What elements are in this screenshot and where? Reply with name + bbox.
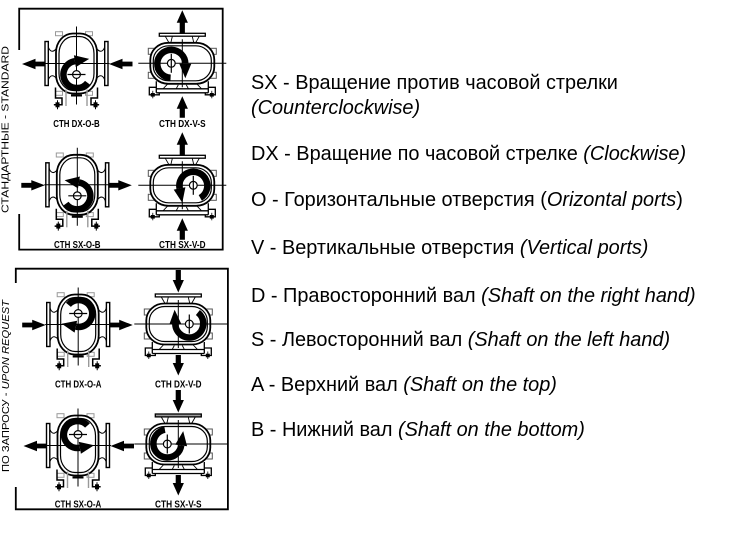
svg-text:СТАНДАРТНЫЕ - STANDARD: СТАНДАРТНЫЕ - STANDARD <box>0 46 12 213</box>
svg-text:CTH DX-V-D: CTH DX-V-D <box>155 379 202 390</box>
svg-text:CTH DX-O-B: CTH DX-O-B <box>53 119 100 130</box>
svg-text:ПО ЗАПРОСУ - UPON REQUEST: ПО ЗАПРОСУ - UPON REQUEST <box>0 298 12 472</box>
svg-text:CTH DX-V-S: CTH DX-V-S <box>159 119 206 130</box>
svg-text:CTH SX-O-B: CTH SX-O-B <box>54 240 101 251</box>
svg-text:CTH SX-O-A: CTH SX-O-A <box>55 500 102 511</box>
svg-text:CTH SX-V-S: CTH SX-V-S <box>155 500 202 511</box>
svg-text:CTH SX-V-D: CTH SX-V-D <box>159 240 206 251</box>
svg-text:CTH DX-O-A: CTH DX-O-A <box>55 379 102 390</box>
